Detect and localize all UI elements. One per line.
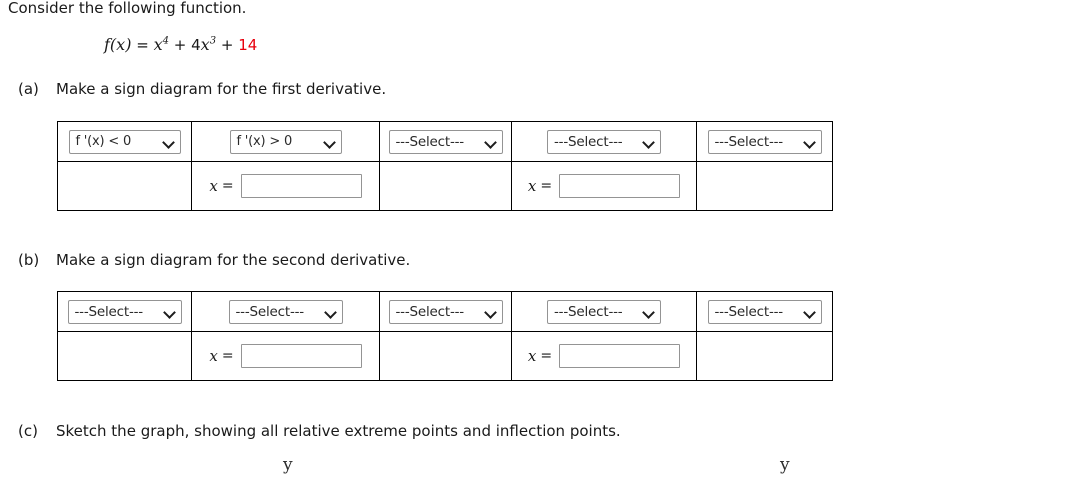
- cell-b-select-4: ---Select---: [511, 291, 697, 332]
- cell-b-value-5: [696, 331, 833, 381]
- equals-sign: =: [540, 348, 553, 364]
- part-a-tag: (a): [18, 80, 39, 98]
- part-c-label: (c) Sketch the graph, showing all relativ…: [18, 421, 621, 441]
- select-b-4[interactable]: ---Select---: [547, 299, 661, 324]
- part-b-text: Make a sign diagram for the second deriv…: [56, 251, 411, 269]
- select-b-5-label: ---Select---: [714, 303, 784, 320]
- select-b-3[interactable]: ---Select---: [388, 299, 503, 324]
- cell-a-value-3: [379, 161, 512, 211]
- select-b-3-label: ---Select---: [395, 303, 465, 320]
- cell-a-select-4: ---Select---: [511, 121, 697, 162]
- select-a-3[interactable]: ---Select---: [388, 129, 503, 154]
- graph-option-left-y-axis-label: y: [283, 455, 293, 475]
- chevron-down-icon: [643, 306, 655, 318]
- select-a-1-label: f '(x) < 0: [75, 133, 132, 149]
- chevron-down-icon: [164, 306, 176, 318]
- formula-lhs: f(x): [104, 35, 132, 54]
- formula-term2-base: x: [200, 35, 210, 54]
- formula-plus-1: +: [173, 36, 187, 54]
- cell-a-value-2: x =: [191, 161, 380, 211]
- x-value-input-a-1[interactable]: [240, 174, 362, 198]
- x-equals-group-a-2: x =: [527, 174, 681, 198]
- cell-a-select-5: ---Select---: [696, 121, 833, 162]
- part-b-label: (b) Make a sign diagram for the second de…: [18, 250, 410, 270]
- chevron-down-icon: [804, 306, 816, 318]
- formula-term1-base: x: [153, 35, 163, 54]
- select-b-5[interactable]: ---Select---: [707, 299, 822, 324]
- select-b-2[interactable]: ---Select---: [228, 299, 343, 324]
- part-a-text: Make a sign diagram for the first deriva…: [56, 80, 387, 98]
- formula-term2-exponent: 3: [209, 35, 217, 47]
- x-value-input-a-2[interactable]: [559, 174, 681, 198]
- cell-b-value-3: [379, 331, 512, 381]
- cell-b-select-5: ---Select---: [696, 291, 833, 332]
- formula-constant: 14: [238, 36, 258, 54]
- cell-b-select-1: ---Select---: [57, 291, 192, 332]
- x-equals-group-b-2: x =: [527, 344, 681, 368]
- formula-term1-exponent: 4: [162, 35, 169, 47]
- cell-a-select-2: f '(x) > 0: [191, 121, 380, 162]
- chevron-down-icon: [485, 306, 497, 318]
- cell-a-select-3: ---Select---: [379, 121, 512, 162]
- select-a-2[interactable]: f '(x) > 0: [229, 129, 342, 154]
- equals-sign: =: [540, 178, 553, 194]
- formula-equals: =: [136, 36, 149, 54]
- function-formula: f(x) = x4 + 4x3 + 14: [104, 34, 257, 56]
- select-b-1[interactable]: ---Select---: [67, 299, 182, 324]
- problem-intro-text: Consider the following function.: [8, 0, 247, 17]
- formula-plus-2: +: [220, 36, 234, 54]
- equals-sign: =: [221, 348, 234, 364]
- sign-diagram-table-second-derivative: ---Select--- ---Select--- ---Select--- -…: [57, 291, 833, 381]
- x-label: x: [209, 347, 218, 365]
- cell-a-value-5: [696, 161, 833, 211]
- select-a-5-label: ---Select---: [714, 133, 784, 150]
- x-label: x: [527, 347, 537, 365]
- cell-a-select-1: f '(x) < 0: [57, 121, 192, 162]
- x-value-input-b-1[interactable]: [240, 344, 362, 368]
- part-c-tag: (c): [18, 422, 38, 440]
- x-equals-group-a-1: x =: [209, 174, 362, 198]
- chevron-down-icon: [324, 136, 336, 148]
- cell-a-value-1: [57, 161, 192, 211]
- select-a-5[interactable]: ---Select---: [707, 129, 822, 154]
- select-a-1[interactable]: f '(x) < 0: [68, 129, 181, 154]
- chevron-down-icon: [485, 136, 497, 148]
- select-b-1-label: ---Select---: [74, 303, 144, 320]
- chevron-down-icon: [325, 306, 337, 318]
- select-b-4-label: ---Select---: [554, 303, 623, 320]
- table-row-values-a: x = x =: [57, 161, 833, 211]
- chevron-down-icon: [163, 136, 175, 148]
- graph-option-right-y-axis-label: y: [780, 455, 790, 475]
- equals-sign: =: [221, 178, 234, 194]
- table-row-values-b: x = x =: [57, 331, 833, 381]
- formula-term2-coefficient: 4: [191, 36, 201, 54]
- chevron-down-icon: [804, 136, 816, 148]
- cell-b-value-1: [57, 331, 192, 381]
- select-a-4[interactable]: ---Select---: [547, 129, 661, 154]
- select-a-2-label: f '(x) > 0: [236, 133, 293, 149]
- select-b-2-label: ---Select---: [235, 303, 305, 320]
- x-label: x: [209, 177, 218, 195]
- x-equals-group-b-1: x =: [209, 344, 362, 368]
- select-a-3-label: ---Select---: [395, 133, 465, 150]
- cell-b-select-3: ---Select---: [379, 291, 512, 332]
- table-row-selects-a: f '(x) < 0 f '(x) > 0 ---Select--- ---Se…: [57, 121, 833, 162]
- sign-diagram-table-first-derivative: f '(x) < 0 f '(x) > 0 ---Select--- ---Se…: [57, 121, 833, 211]
- x-label: x: [527, 177, 537, 195]
- part-a-label: (a) Make a sign diagram for the first der…: [18, 79, 386, 99]
- cell-b-select-2: ---Select---: [191, 291, 380, 332]
- part-c-text: Sketch the graph, showing all relative e…: [56, 422, 621, 440]
- cell-a-value-4: x =: [511, 161, 697, 211]
- x-value-input-b-2[interactable]: [559, 344, 681, 368]
- table-row-selects-b: ---Select--- ---Select--- ---Select--- -…: [57, 291, 833, 332]
- cell-b-value-4: x =: [511, 331, 697, 381]
- chevron-down-icon: [643, 136, 655, 148]
- part-b-tag: (b): [18, 251, 40, 269]
- cell-b-value-2: x =: [191, 331, 380, 381]
- select-a-4-label: ---Select---: [554, 133, 623, 150]
